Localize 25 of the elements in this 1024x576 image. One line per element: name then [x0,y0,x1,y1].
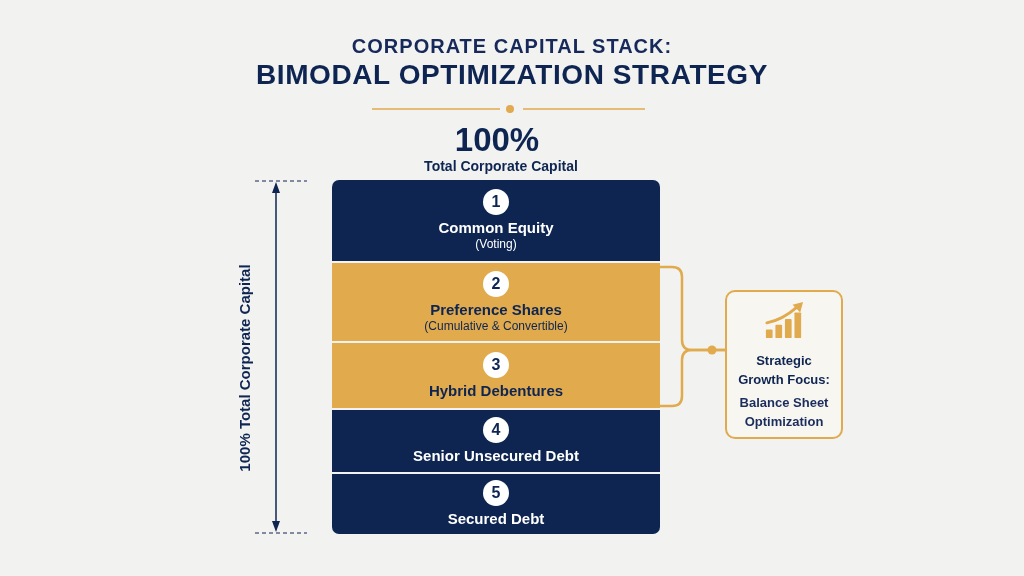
callout-text: Balance Sheet Optimization [738,394,830,431]
total-percentage: 100% [454,122,540,158]
callout-heading: Strategic Growth Focus: [737,352,831,389]
step-number: 4 [483,417,509,443]
title: BIMODAL OPTIMIZATION STRATEGY [255,58,769,92]
capital-tier [332,263,660,341]
tier-name: Preference Shares [430,300,562,319]
tier-name: Senior Unsecured Debt [413,447,579,465]
step-number: 3 [483,351,509,378]
tier-name: Hybrid Debentures [428,381,564,400]
step-number: 2 [483,270,509,297]
tier-note: (Voting) [475,237,517,252]
total-caption: Total Corporate Capital [424,157,578,175]
capital-tier [332,474,660,534]
step-number: 1 [483,189,509,215]
capital-tier [332,343,660,408]
step-number: 5 [483,480,509,506]
tier-name: Secured Debt [447,510,545,528]
tier-note: (Cumulative & Convertible) [424,318,568,334]
title-kicker: CORPORATE CAPITAL STACK: [351,34,673,58]
dimension-label: 100% Total Corporate Capital [236,264,254,472]
callout-box [725,290,843,439]
tier-name: Common Equity [438,219,554,237]
capital-tier [332,410,660,472]
capital-tier [332,180,660,261]
